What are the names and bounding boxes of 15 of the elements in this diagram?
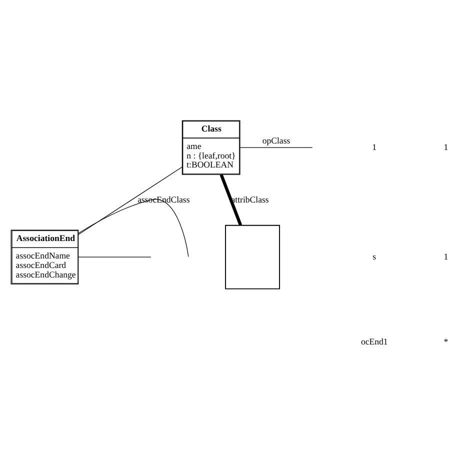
connector xyxy=(78,199,189,257)
edge-label: assocEndClass xyxy=(138,194,190,204)
label: * xyxy=(444,336,448,347)
label: ocEnd1 xyxy=(360,336,388,347)
label: 1 xyxy=(444,251,448,262)
connector xyxy=(78,256,152,258)
edge-label: attribClass xyxy=(231,194,269,204)
connector xyxy=(220,174,242,226)
connector xyxy=(240,147,313,148)
node-box xyxy=(225,224,280,290)
label: 1 xyxy=(372,142,377,152)
connector xyxy=(78,166,182,235)
label: 1 xyxy=(444,142,448,152)
label: s xyxy=(372,251,376,262)
edge-label: opClass xyxy=(262,135,290,146)
